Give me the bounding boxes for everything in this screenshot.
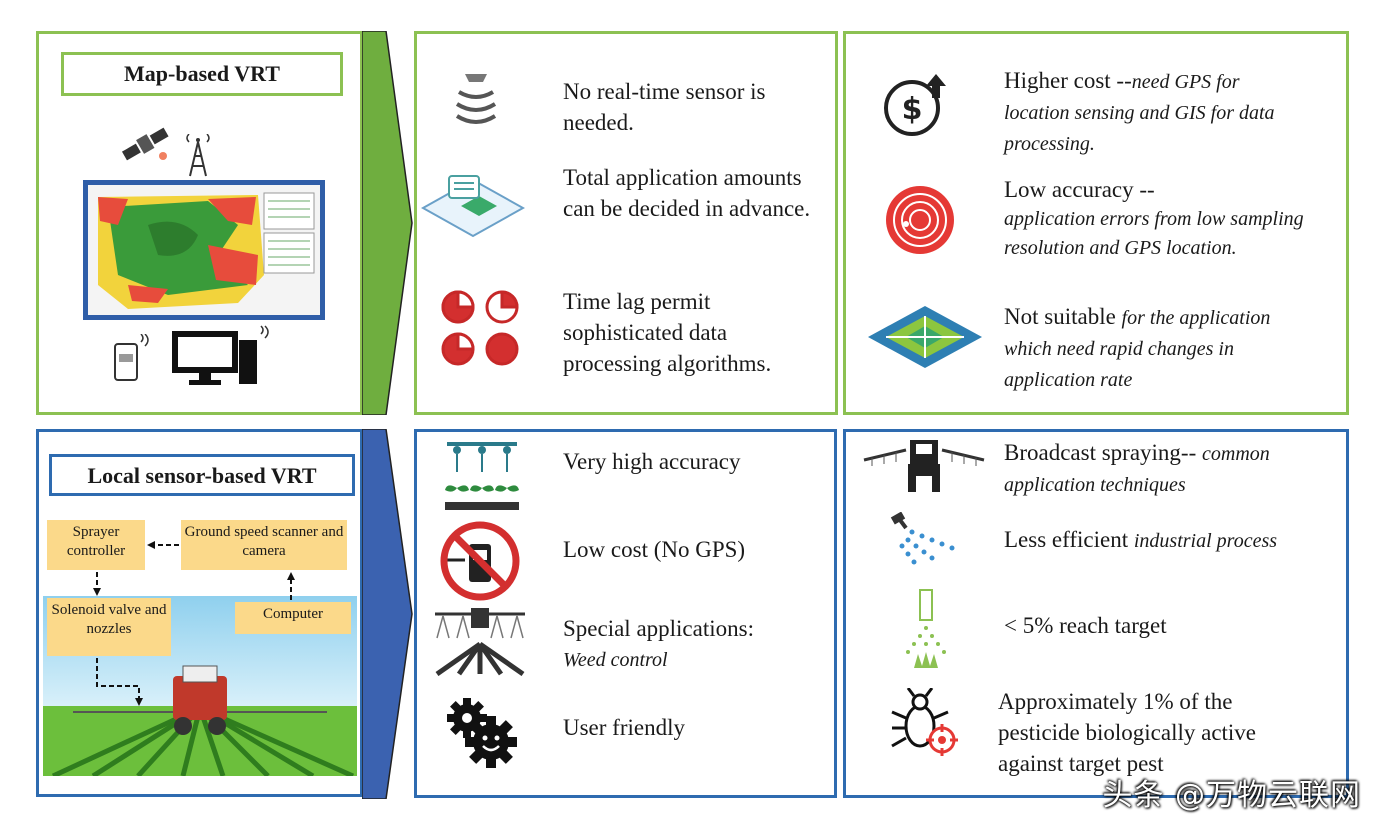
map-advantage-2: Total application amounts can be decided… xyxy=(563,165,811,221)
computer-icon xyxy=(172,325,269,385)
antenna-tower-icon xyxy=(186,134,210,177)
no-gps-icon xyxy=(440,521,520,601)
watermark: 头条 @万物云联网 xyxy=(1102,778,1361,813)
map-arrow xyxy=(362,31,413,415)
sensor-disadvantage-1-detail: common application techniques xyxy=(1004,443,1270,496)
map-based-panel: Map-based VRT xyxy=(36,31,363,415)
flow-arrows xyxy=(93,541,295,706)
phone-icon xyxy=(114,334,149,381)
map-advantage-3: Time lag permit sophisticated data proce… xyxy=(563,289,772,376)
map-disadvantage-3-lead: Not suitable xyxy=(1004,304,1116,329)
clock-icon xyxy=(441,290,519,366)
ground-speed-label: Ground speed scanner and camera xyxy=(181,520,347,570)
sprayer-controller-label: Sprayer controller xyxy=(47,520,145,570)
sensor-disadvantage-4: Approximately 1% of the pesticide biolog… xyxy=(998,689,1257,776)
field-map-icon xyxy=(868,306,982,368)
field-sprayer-icon xyxy=(435,608,525,676)
solenoid-label: Solenoid valve and nozzles xyxy=(47,598,171,656)
sensor-disadvantage-3: < 5% reach target xyxy=(1004,613,1167,638)
map-based-title: Map-based VRT xyxy=(61,52,343,96)
spray-nozzle-icon xyxy=(890,512,955,565)
map-disadvantage-2: Low accuracy -- application errors from l… xyxy=(1004,176,1304,262)
sensor-disadvantage-1-lead: Broadcast spraying-- xyxy=(1004,440,1197,465)
svg-text:$: $ xyxy=(902,92,923,127)
satellite-icon xyxy=(121,127,169,161)
map-disadvantage-1-detail: need GPS for location sensing and GIS fo… xyxy=(1004,71,1275,155)
sensor-advantage-3-lead: Special applications: xyxy=(563,616,754,641)
bug-target-icon xyxy=(891,688,958,756)
sensor-disadvantage-2-lead: Less efficient xyxy=(1004,527,1129,552)
map-disadvantage-1: Higher cost --need GPS for location sens… xyxy=(1004,66,1304,159)
sensor-advantage-1: Very high accuracy xyxy=(563,449,741,474)
computer-label: Computer xyxy=(235,602,351,634)
map-advantage-1: No real-time sensor is needed. xyxy=(563,79,766,135)
map-disadvantages-panel: $ Higher cost --need GPS for location se… xyxy=(843,31,1349,415)
yield-map-image xyxy=(98,192,315,309)
sensor-advantage-3-detail: Weed control xyxy=(563,649,668,671)
map-document-icon xyxy=(421,175,525,238)
map-disadvantage-1-lead: Higher cost -- xyxy=(1004,68,1132,93)
gears-icon xyxy=(447,698,517,768)
sensor-advantage-3: Special applications: Weed control xyxy=(563,614,823,675)
broadcast-sprayer-icon xyxy=(863,440,985,492)
sensor-advantage-2: Low cost (No GPS) xyxy=(563,537,746,562)
sensor-disadvantage-1: Broadcast spraying-- common application … xyxy=(1004,438,1334,500)
sensor-disadvantages-panel: Broadcast spraying-- common application … xyxy=(843,429,1349,798)
sensor-advantage-4: User friendly xyxy=(563,715,685,740)
spray-target-icon xyxy=(906,589,946,668)
target-icon xyxy=(886,186,954,254)
map-disadvantage-2-lead: Low accuracy -- xyxy=(1004,177,1155,202)
map-disadvantage-3: Not suitable for the application which n… xyxy=(1004,302,1314,395)
sensor-wave-icon xyxy=(455,74,497,124)
map-disadvantage-2-detail: application errors from low sampling res… xyxy=(1004,208,1304,259)
sensor-based-title: Local sensor-based VRT xyxy=(49,454,355,496)
sensor-based-panel: Local sensor-based VRT Sprayer controlle… xyxy=(36,429,363,797)
sensor-advantages-panel: Very high accuracy Low cost (No GPS) Spe… xyxy=(414,429,837,798)
map-monitor xyxy=(83,180,325,320)
map-disadvantage-3-detail: for the application which need rapid cha… xyxy=(1004,307,1271,391)
map-advantages-panel: No real-time sensor is needed. Total app… xyxy=(414,31,838,415)
sensor-disadvantage-2-detail: industrial process xyxy=(1133,530,1278,552)
cost-up-icon: $ xyxy=(884,74,946,136)
sensor-arrow xyxy=(362,429,413,799)
sprayer-plants-icon xyxy=(445,442,519,510)
sensor-disadvantage-2: Less efficient industrial process xyxy=(1004,524,1334,557)
